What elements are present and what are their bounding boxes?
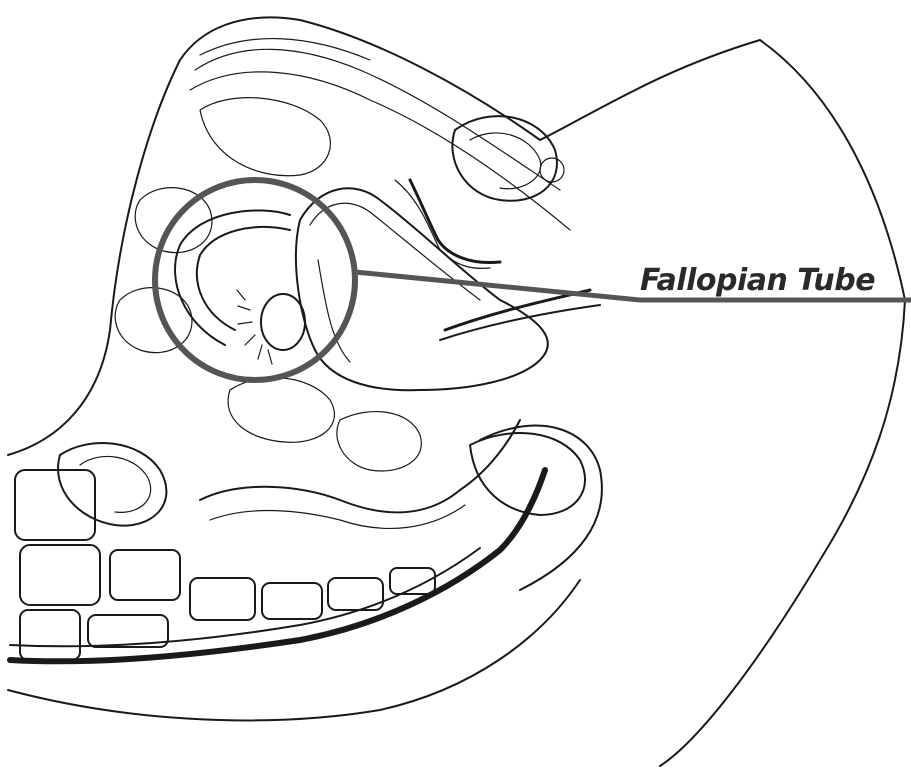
spine bbox=[15, 470, 435, 660]
vertebra bbox=[110, 550, 180, 600]
uterus-layer-2 bbox=[318, 260, 350, 362]
abdominal-wall-outer bbox=[200, 39, 370, 60]
fimbriae bbox=[237, 290, 272, 364]
fallopian-tube-inner bbox=[197, 227, 290, 330]
vertebra bbox=[20, 545, 100, 605]
symphysis bbox=[540, 158, 564, 182]
perineal-body bbox=[470, 433, 585, 515]
ovary bbox=[261, 294, 305, 350]
intestine-loop-1 bbox=[200, 98, 330, 176]
sigmoid-colon bbox=[200, 420, 520, 512]
spinal-canal bbox=[10, 470, 545, 661]
back-outline bbox=[8, 60, 180, 455]
body-outline bbox=[180, 17, 905, 766]
vertebra bbox=[262, 583, 322, 619]
lower-skin-fold bbox=[480, 426, 602, 590]
vertebra bbox=[190, 578, 255, 620]
rectum-inner bbox=[80, 456, 151, 512]
bladder-inner bbox=[470, 133, 541, 189]
vertebra bbox=[20, 610, 80, 660]
endometrium-line bbox=[410, 180, 500, 263]
intestine-loop-4 bbox=[228, 378, 334, 443]
fallopian-tube-label: Fallopian Tube bbox=[640, 263, 875, 298]
vertebra bbox=[15, 470, 95, 540]
lower-back-outline bbox=[8, 580, 580, 720]
intestine-loop-5 bbox=[337, 412, 422, 471]
abdominal-wall-mid bbox=[190, 72, 570, 230]
